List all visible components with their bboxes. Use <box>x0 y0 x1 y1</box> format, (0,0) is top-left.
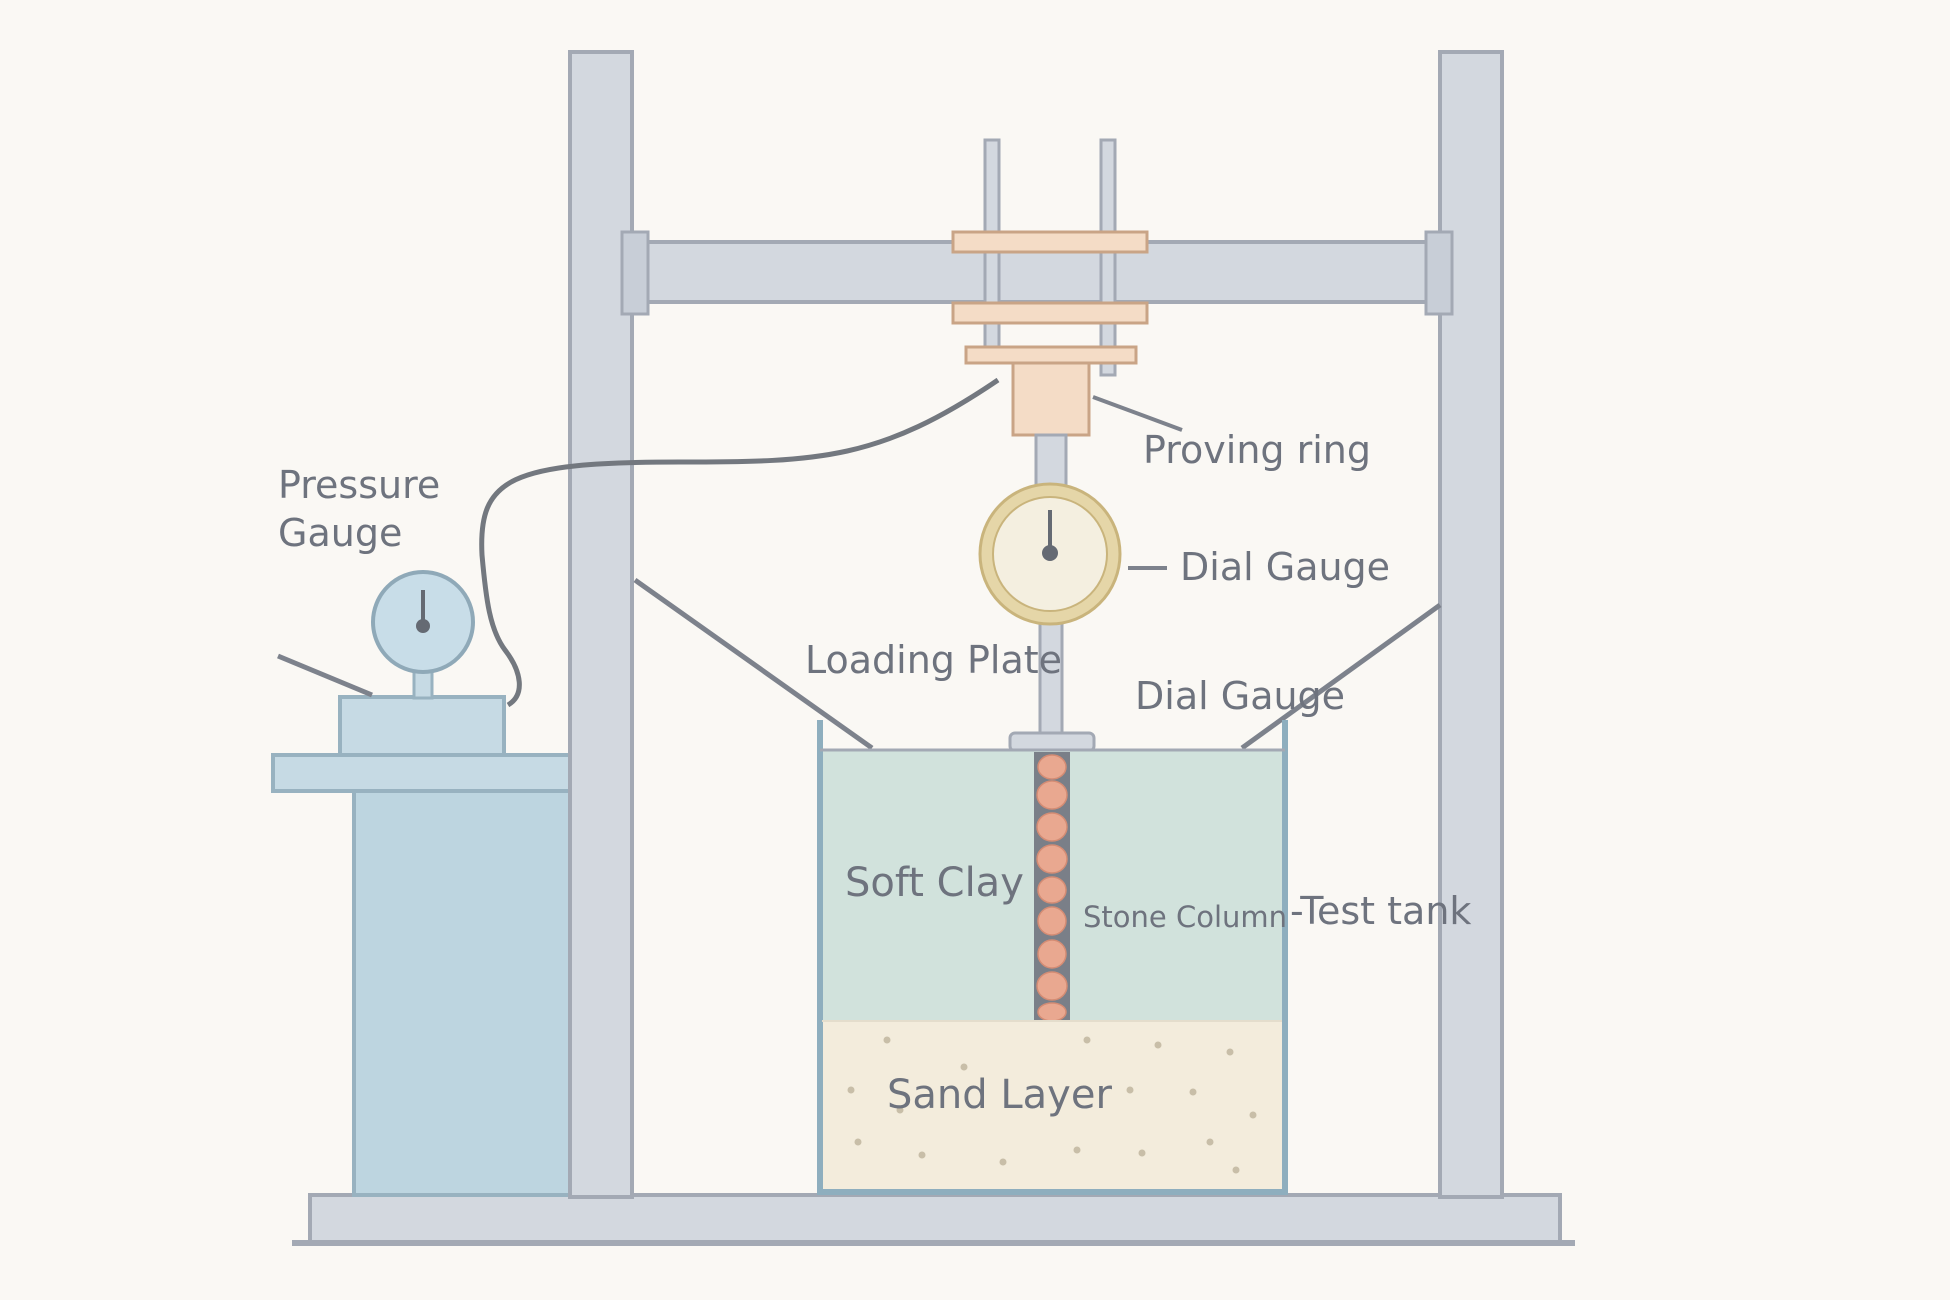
hydraulic-pump <box>271 570 577 1197</box>
pressure-gauge-dial <box>371 570 475 674</box>
test-tank <box>817 720 1288 1195</box>
left-frame-column <box>568 50 634 1199</box>
stone-column-label: Stone Column <box>1083 900 1287 934</box>
base-platform <box>292 1193 1575 1246</box>
stone-aggregate <box>1036 754 1068 1022</box>
sand-layer-label: Sand Layer <box>887 1072 1112 1118</box>
proving-ring-label: Proving ring <box>1143 428 1371 472</box>
dial-gauge-lower-label: Dial Gauge <box>1135 674 1345 718</box>
sand-grains <box>847 1036 1257 1174</box>
loading-plate <box>1008 731 1096 753</box>
right-frame-column <box>1438 50 1504 1199</box>
proving-ring-block <box>1011 361 1091 437</box>
hydraulic-hose <box>479 377 1000 708</box>
left-brace <box>633 577 874 751</box>
sand-layer <box>822 1022 1282 1190</box>
pressure-gauge-label-line2: Gauge <box>278 511 402 555</box>
proving-ring-leader <box>1092 395 1183 432</box>
loading-assembly <box>951 138 1183 753</box>
dial-gauge-label: Dial Gauge <box>1180 545 1390 589</box>
dial-gauge <box>978 482 1167 626</box>
test-tank-label: -Test tank <box>1290 889 1471 933</box>
right-brace <box>1240 602 1442 751</box>
loading-plate-label: Loading Plate <box>805 638 1062 682</box>
soft-clay-label: Soft Clay <box>845 860 1024 906</box>
pressure-gauge-label-line1: Pressure <box>278 463 440 507</box>
pump-handle <box>277 653 373 698</box>
